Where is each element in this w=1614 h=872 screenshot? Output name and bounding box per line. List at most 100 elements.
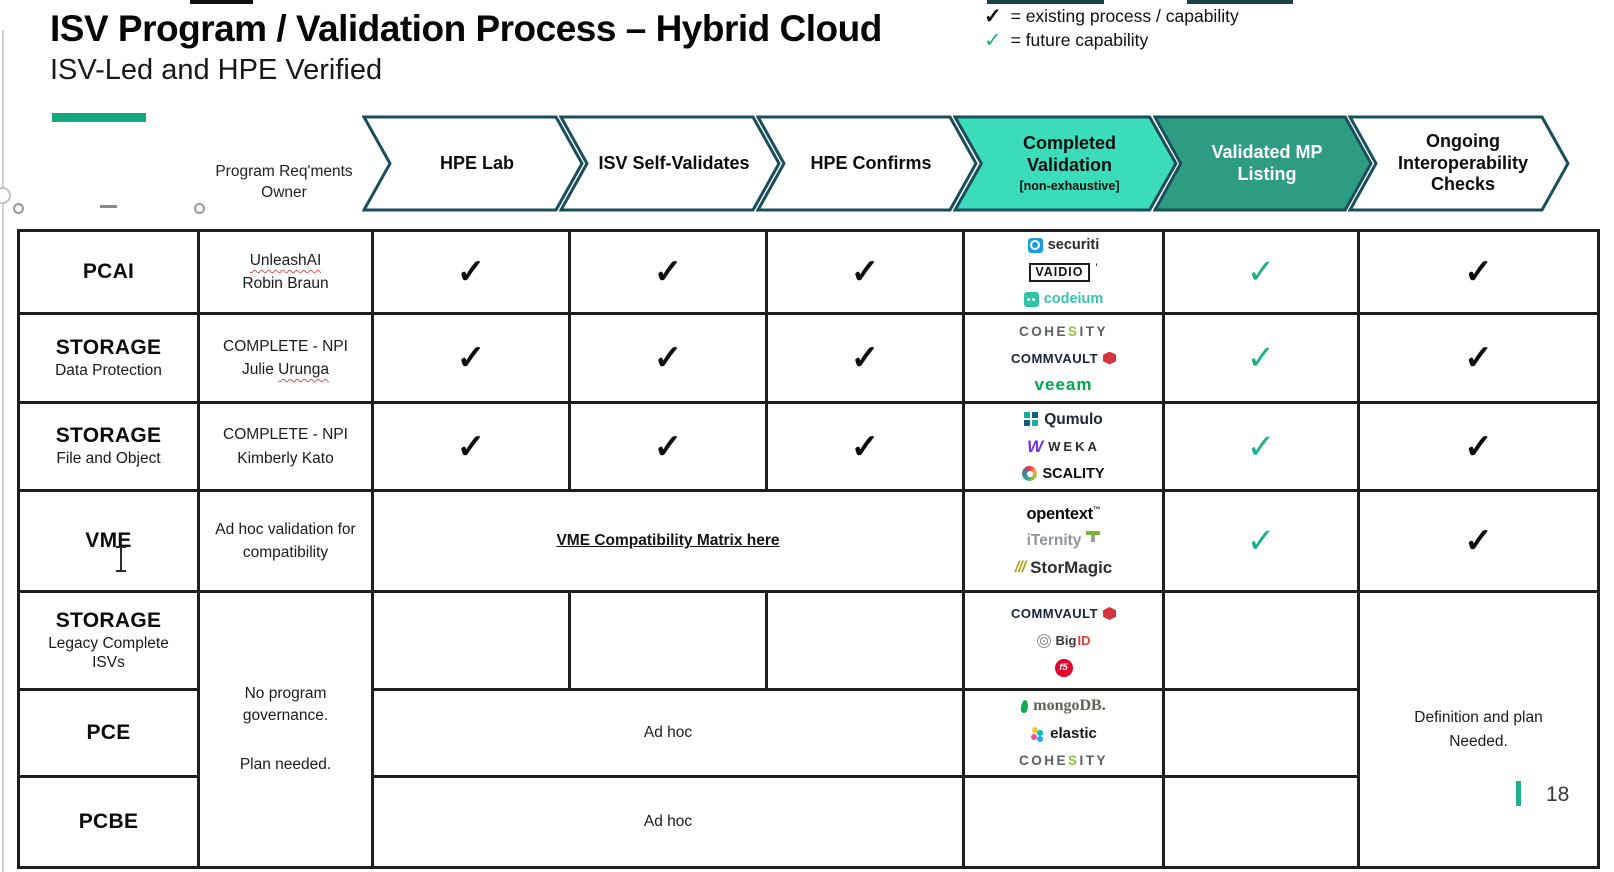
stage-arrow-hpe-lab: HPE Lab <box>362 115 584 212</box>
check-fo-hpe-confirms: ✓ <box>768 404 965 492</box>
text-cursor-ibeam <box>114 546 128 572</box>
bigid-logo: Big ID <box>1011 628 1116 653</box>
logos-pce: mongoDB. elastic COHESITY <box>965 691 1165 778</box>
black-check-icon: ✓ <box>1464 339 1493 377</box>
qumulo-logo: Qumulo <box>1022 407 1104 432</box>
securiti-logo: securiti <box>1024 233 1104 258</box>
commvault-icon <box>1103 607 1117 620</box>
row-category-storage-fo: STORAGE File and Object <box>20 404 200 492</box>
black-check-icon: ✓ <box>984 5 1002 28</box>
cropped-shape-fragment <box>190 0 253 4</box>
check-dp-isv-self: ✓ <box>571 315 768 404</box>
black-check-icon: ✓ <box>456 253 486 291</box>
veeam-logo: veeam <box>1034 375 1093 394</box>
green-check-icon: ✓ <box>1246 522 1276 560</box>
owner-cell-pcai: UnleashAI Robin Braun <box>200 232 374 315</box>
green-check-icon: ✓ <box>1246 427 1276 466</box>
owner-cell-storage-dp: COMPLETE - NPI Julie Urunga <box>200 315 374 404</box>
logos-storage-dp: COHESITY COMMVAULT veeam <box>965 315 1165 404</box>
iternity-logo: iTernity <box>1015 529 1113 554</box>
black-check-icon: ✓ <box>850 339 880 377</box>
chevron-shape <box>1348 115 1570 212</box>
chevron-shape <box>362 115 584 212</box>
cropped-shape-fragment <box>987 0 1104 4</box>
black-check-icon: ✓ <box>653 253 683 291</box>
commvault-logo: COMMVAULT <box>1011 601 1117 626</box>
black-check-icon: ✓ <box>850 427 880 466</box>
accent-bar <box>52 113 146 122</box>
row-category-pce: PCE <box>20 691 200 778</box>
chevron-shape <box>1153 115 1373 212</box>
cropped-shape-fragment <box>1187 0 1293 4</box>
vme-compatibility-matrix-link[interactable]: VME Compatibility Matrix here <box>556 532 780 549</box>
owner-column-header: Program Req'ments Owner <box>215 163 353 201</box>
stage-note: [non-exhaustive] <box>1019 178 1120 193</box>
logos-storage-fo: Qumulo W WEKA SCALITY <box>965 404 1165 492</box>
black-check-icon: ✓ <box>653 427 683 466</box>
owner-cell-shared-no-governance: No program governance. Plan needed. <box>200 593 374 869</box>
selection-handle <box>13 203 24 214</box>
empty-cell-legacy-hpe-confirms <box>768 593 965 691</box>
chevron-shape <box>559 115 781 212</box>
check-fo-ongoing: ✓ <box>1360 404 1600 492</box>
green-check-icon: ✓ <box>1246 253 1276 291</box>
stage-arrow-ongoing-interop: Ongoing Interoperability Checks <box>1348 115 1570 212</box>
cohesity-logo: COHESITY <box>1018 752 1109 768</box>
black-check-icon: ✓ <box>1464 522 1493 560</box>
adhoc-cell-pcbe: Ad hoc <box>374 778 965 869</box>
selection-handle <box>0 187 11 204</box>
selection-handle-dash <box>100 205 117 208</box>
cohesity-logo: COHESITY <box>1018 323 1109 339</box>
empty-cell-pcbe-mp-listing <box>1165 778 1360 869</box>
owner-cell-storage-fo: COMPLETE - NPI Kimberly Kato <box>200 404 374 492</box>
row-category-pcai: PCAI <box>20 232 200 315</box>
logos-pcai: securiti VAIDIO ' codeium <box>965 232 1165 315</box>
codeium-logo: codeium <box>1023 287 1103 312</box>
check-pcai-mp-listing: ✓ <box>1165 232 1360 315</box>
vme-compatibility-matrix-cell: VME Compatibility Matrix here <box>374 492 965 593</box>
check-dp-hpe-confirms: ✓ <box>768 315 965 404</box>
legend-existing: ✓ = existing process / capability <box>984 6 1239 27</box>
row-category-vme: VME <box>20 492 200 593</box>
black-check-icon: ✓ <box>456 427 486 466</box>
empty-cell-pcbe-completed <box>965 778 1165 869</box>
stage-arrow-validated-mp-listing: Validated MP Listing <box>1153 115 1373 212</box>
logos-vme: opentext™ iTernity /// StorMagic <box>965 492 1165 593</box>
check-fo-mp-listing: ✓ <box>1165 404 1360 492</box>
black-check-icon: ✓ <box>1464 253 1493 291</box>
page-subtitle: ISV-Led and HPE Verified <box>50 54 383 86</box>
stage-arrow-isv-self-validates: ISV Self-Validates <box>559 115 781 212</box>
page-number: 18 <box>1546 783 1570 806</box>
check-dp-hpe-lab: ✓ <box>374 315 571 404</box>
weka-logo: W WEKA <box>1027 436 1100 456</box>
legend-future: ✓ = future capability <box>984 30 1239 51</box>
legend-future-label: = future capability <box>1010 30 1149 50</box>
chevron-shape <box>756 115 978 212</box>
scality-logo: SCALITY <box>1022 461 1105 486</box>
bigid-icon <box>1036 633 1051 648</box>
iternity-icon <box>1086 531 1101 543</box>
black-check-icon: ✓ <box>850 253 880 291</box>
securiti-icon <box>1027 237 1043 253</box>
f5-icon: f5 <box>1054 658 1073 677</box>
commvault-logo: COMMVAULT <box>1011 346 1117 371</box>
stage-arrow-hpe-confirms: HPE Confirms <box>756 115 978 212</box>
owner-cell-vme: Ad hoc validation for compatibility <box>200 492 374 593</box>
codeium-icon <box>1023 291 1039 307</box>
black-check-icon: ✓ <box>456 339 486 377</box>
check-pcai-isv-self: ✓ <box>571 232 768 315</box>
ongoing-definition-cell: Definition and plan Needed. <box>1360 593 1600 869</box>
row-category-pcbe: PCBE <box>20 778 200 869</box>
elastic-icon <box>1030 726 1045 741</box>
f5-logo: f5 <box>1011 655 1116 680</box>
legend: ✓ = existing process / capability ✓ = fu… <box>984 6 1239 51</box>
check-dp-mp-listing: ✓ <box>1165 315 1360 404</box>
opentext-logo: opentext™ <box>1026 504 1101 523</box>
mongodb-leaf-icon <box>1020 699 1030 713</box>
left-edge-line <box>2 30 4 872</box>
black-check-icon: ✓ <box>653 339 683 377</box>
validation-table: PCAI UnleashAI Robin Braun ✓ ✓ ✓ securit… <box>17 229 1600 869</box>
green-check-icon: ✓ <box>1246 339 1276 377</box>
commvault-icon <box>1103 351 1117 365</box>
